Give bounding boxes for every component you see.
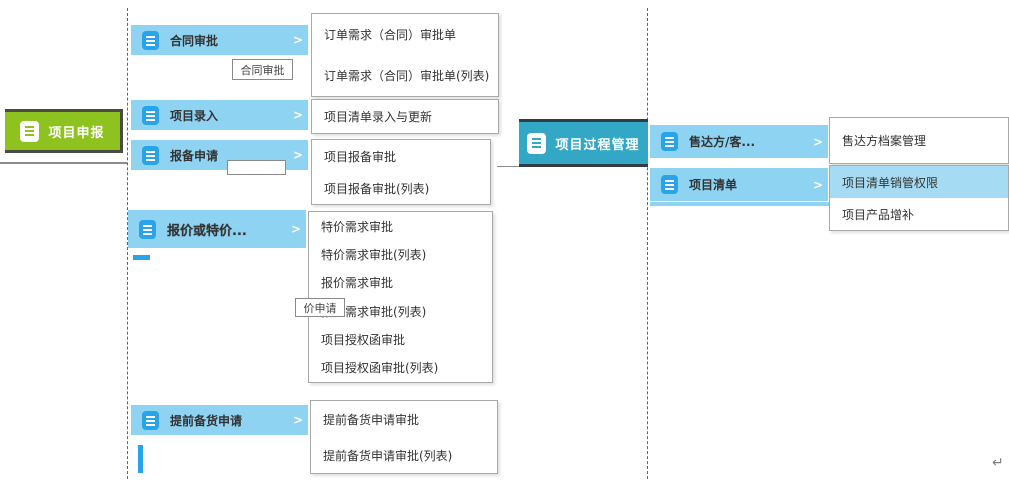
- document-icon: [142, 145, 159, 165]
- menu-label: 报价或特价...: [167, 223, 247, 239]
- tooltip-contract-approval: 合同审批: [232, 59, 293, 80]
- submenu-item-soldto-archive-management[interactable]: 售达方档案管理: [842, 134, 927, 148]
- submenu-project-entry: 项目清单录入与更新: [311, 99, 499, 134]
- menu-label: 项目录入: [170, 108, 219, 123]
- submenu-item-quote-demand-approval[interactable]: 报价需求审批: [321, 276, 394, 291]
- submenu-item-order-demand-approval[interactable]: 订单需求（合同）审批单: [324, 28, 457, 42]
- menu-label: 报备申请: [170, 148, 219, 163]
- submenu-item-project-filing-approval[interactable]: 项目报备审批: [324, 149, 397, 164]
- submenu-item-special-price-approval[interactable]: 特价需求审批: [321, 219, 394, 234]
- icon-fragment: [133, 255, 150, 260]
- chevron-right-icon: >: [292, 147, 303, 162]
- root-node-label: 项目申报: [48, 125, 105, 141]
- submenu-item-advance-stock-approval-list[interactable]: 提前备货申请审批(列表): [323, 448, 453, 463]
- chevron-right-icon: >: [290, 221, 301, 236]
- root-node-project-process[interactable]: 项目过程管理: [519, 119, 648, 167]
- submenu-item-project-product-supplement[interactable]: 项目产品增补: [842, 207, 915, 222]
- icon-fragment: [138, 445, 143, 473]
- document-icon: [661, 175, 678, 194]
- menu-label: 项目清单: [689, 178, 738, 192]
- document-icon: [142, 105, 159, 125]
- return-mark: ↵: [992, 455, 1004, 471]
- submenu-item-special-price-approval-list[interactable]: 特价需求审批(列表): [321, 247, 427, 262]
- document-icon: [142, 30, 159, 50]
- menu-contract-approval[interactable]: 合同审批 >: [131, 25, 308, 55]
- menu-advance-stock-request[interactable]: 提前备货申请 >: [131, 405, 308, 435]
- document-icon: [142, 410, 159, 430]
- submenu-item-authorization-letter-approval[interactable]: 项目授权函审批: [321, 332, 406, 347]
- menu-label: 合同审批: [170, 33, 219, 48]
- submenu-item-order-demand-approval-list[interactable]: 订单需求（合同）审批单(列表): [324, 69, 490, 83]
- submenu-item-quote-demand-approval-list[interactable]: 报价需求审批(列表): [321, 304, 427, 319]
- document-icon: [527, 132, 547, 154]
- chevron-right-icon: >: [812, 134, 823, 149]
- chevron-right-icon: >: [292, 412, 303, 427]
- submenu-item-advance-stock-approval[interactable]: 提前备货申请审批: [323, 412, 420, 427]
- submenu-soldto-customer: 售达方档案管理: [829, 117, 1009, 164]
- connector-line-left: [0, 162, 127, 164]
- submenu-contract-approval: 订单需求（合同）审批单 订单需求（合同）审批单(列表): [311, 13, 499, 97]
- tooltip-empty: [227, 160, 286, 175]
- menu-project-entry[interactable]: 项目录入 >: [131, 100, 308, 130]
- submenu-quote-or-special: 特价需求审批 特价需求审批(列表) 报价需求审批 报价需求审批(列表) 项目授权…: [308, 211, 493, 383]
- document-icon: [661, 132, 678, 151]
- root-node-label: 项目过程管理: [555, 137, 640, 153]
- tooltip-text: 价申请: [303, 301, 337, 315]
- dashed-divider-right: [647, 8, 648, 479]
- submenu-advance-stock-request: 提前备货申请审批 提前备货申请审批(列表): [310, 400, 498, 474]
- submenu-item-project-list-entry-update[interactable]: 项目清单录入与更新: [324, 110, 433, 124]
- submenu-item-project-list-sales-authority[interactable]: 项目清单销管权限: [830, 166, 1008, 198]
- menu-label: 售达方/客...: [689, 135, 756, 149]
- menu-quote-or-special[interactable]: 报价或特价... >: [128, 210, 306, 248]
- document-icon: [139, 219, 156, 239]
- chevron-right-icon: >: [292, 107, 303, 122]
- submenu-item-authorization-letter-approval-list[interactable]: 项目授权函审批(列表): [321, 361, 439, 376]
- chevron-right-icon: >: [812, 177, 823, 192]
- root-node-project-declare[interactable]: 项目申报: [5, 109, 123, 153]
- menu-project-list[interactable]: 项目清单 >: [650, 168, 828, 201]
- tooltip-price-request: 价申请: [295, 298, 345, 317]
- submenu-filing-request: 项目报备审批 项目报备审批(列表): [311, 139, 491, 205]
- dashed-divider-left: [127, 8, 128, 479]
- submenu-item-project-filing-approval-list[interactable]: 项目报备审批(列表): [324, 181, 430, 196]
- menu-soldto-customer[interactable]: 售达方/客... >: [650, 125, 828, 158]
- chevron-right-icon: >: [292, 32, 303, 47]
- document-icon: [20, 120, 40, 142]
- connector-line-right: [497, 166, 520, 167]
- submenu-project-list: 项目清单销管权限 项目产品增补: [829, 165, 1009, 231]
- tooltip-text: 合同审批: [240, 63, 285, 77]
- menu-label: 提前备货申请: [170, 413, 243, 428]
- bar-fragment: [650, 202, 830, 206]
